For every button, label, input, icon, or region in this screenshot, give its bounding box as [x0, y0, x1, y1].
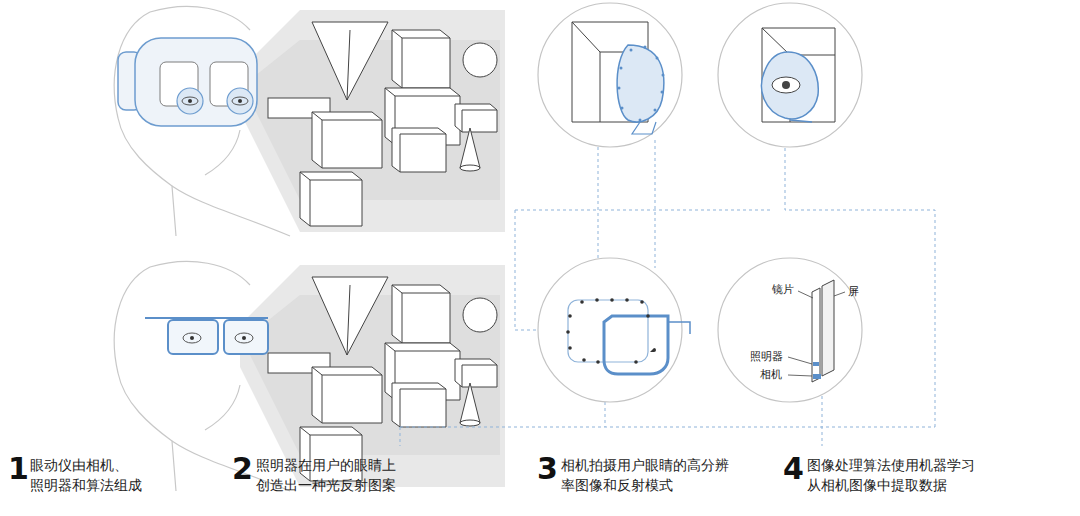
part-label: 相机: [760, 368, 782, 382]
part-label: 照明器: [750, 350, 783, 364]
step-text: 图像处理算法使用机器学习 从相机图像中提取数据: [807, 455, 976, 495]
step-number: 4: [783, 452, 804, 486]
part-label: 屏: [848, 285, 859, 299]
step-number: 2: [232, 452, 253, 486]
step-number: 1: [8, 452, 29, 486]
step-text: 照明器在用户的眼睛上 创造出一种光反射图案: [256, 455, 397, 495]
step-number: 3: [537, 452, 558, 486]
step-text: 相机拍摄用户眼睛的高分辨 率图像和反射模式: [561, 455, 730, 495]
step-text: 眼动仪由相机、 照明器和算法组成: [30, 455, 143, 495]
part-label: 镜片: [772, 283, 794, 297]
